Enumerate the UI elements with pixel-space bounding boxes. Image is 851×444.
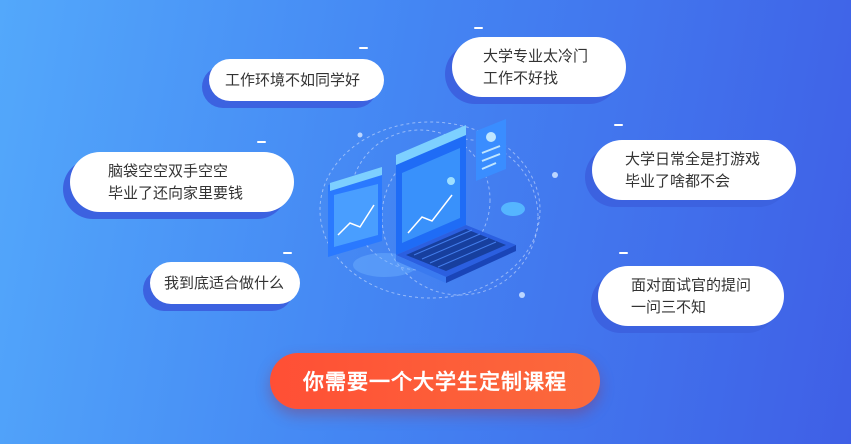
bubble-accent-dash	[614, 124, 623, 126]
bubble-accent-dash	[257, 141, 266, 143]
bubble-accent-dash	[619, 252, 628, 254]
bubble-what-fits-me: 我到底适合做什么	[150, 262, 300, 304]
bubble-text: 工作环境不如同学好	[225, 71, 361, 89]
bubble-text: 一问三不知	[631, 298, 707, 316]
custom-course-cta-button[interactable]: 你需要一个大学生定制课程	[270, 353, 600, 409]
bubble-text: 面对面试官的提问	[631, 276, 752, 294]
bubble-accent-dash	[359, 47, 368, 49]
bubble-text: 毕业了还向家里要钱	[108, 184, 244, 202]
bubble-accent-dash	[283, 252, 292, 254]
bubble-text: 脑袋空空双手空空	[108, 162, 229, 180]
bubble-empty-handed: 脑袋空空双手空空 毕业了还向家里要钱	[70, 152, 294, 212]
laptop-dashboard-illustration	[319, 119, 558, 299]
bubble-text: 工作不好找	[483, 69, 559, 87]
bubble-text: 毕业了啥都不会	[625, 172, 731, 190]
bubble-gaming-daily: 大学日常全是打游戏 毕业了啥都不会	[592, 140, 796, 200]
bubble-text: 大学日常全是打游戏	[625, 150, 761, 168]
bubble-accent-dash	[474, 27, 483, 29]
bubble-text: 大学专业太冷门	[483, 47, 589, 65]
bubble-major-unpopular: 大学专业太冷门 工作不好找	[452, 37, 626, 97]
cta-label: 你需要一个大学生定制课程	[303, 370, 567, 394]
bubble-text: 我到底适合做什么	[164, 274, 285, 292]
bubble-work-environment: 工作环境不如同学好	[209, 59, 384, 101]
bubble-interview-questions: 面对面试官的提问 一问三不知	[598, 266, 784, 326]
